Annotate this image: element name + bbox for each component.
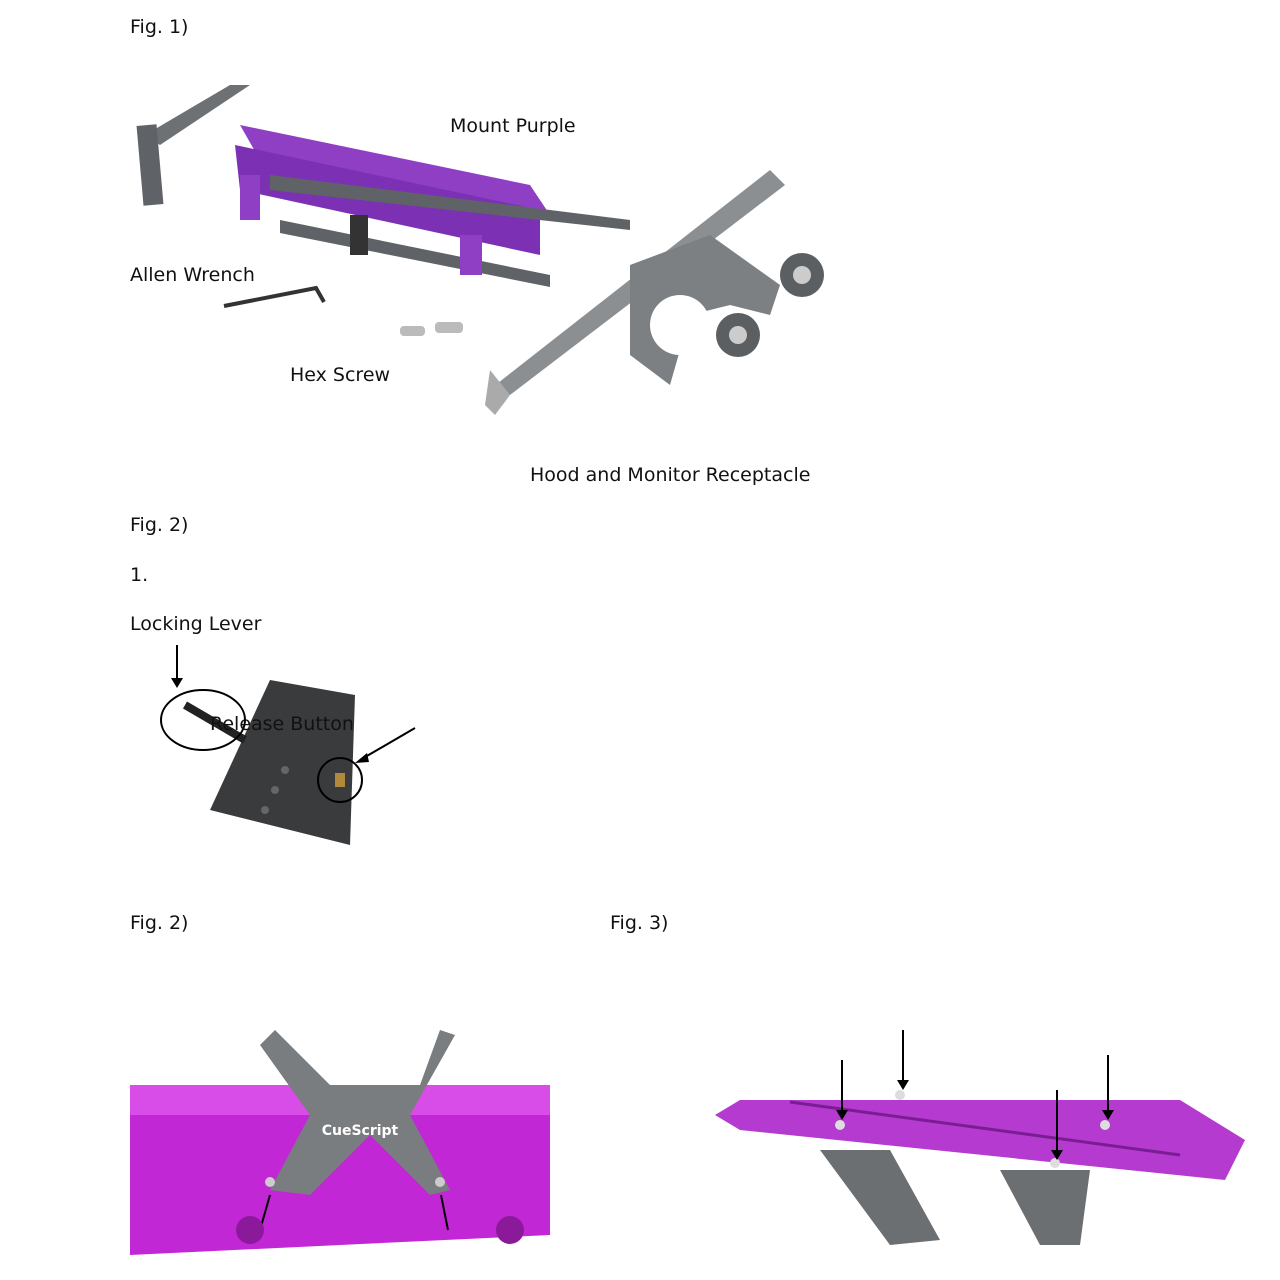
fig2-bottom-caption: Fig. 2) — [130, 912, 189, 934]
label-release-button: Release Button — [210, 713, 354, 735]
label-locking-lever: Locking Lever — [130, 613, 262, 635]
label-allen-wrench: Allen Wrench — [130, 264, 255, 286]
step-number: 1. — [130, 564, 149, 586]
quick-release-plate-photo — [160, 645, 416, 845]
fig3-plate-photo — [715, 1030, 1245, 1245]
fig2-caption: Fig. 2) — [130, 514, 189, 536]
label-hex-screw: Hex Screw — [290, 364, 391, 386]
hex-screw-photo — [400, 322, 463, 336]
label-hood-monitor-receptacle: Hood and Monitor Receptacle — [530, 464, 811, 486]
allen-wrench-photo — [223, 285, 326, 308]
fig1-mount-photo — [136, 85, 630, 287]
fig3-caption: Fig. 3) — [610, 912, 669, 934]
fig1-caption: Fig. 1) — [130, 16, 189, 38]
cuescript-logo: CueScript — [322, 1123, 399, 1139]
hood-receptacle-photo — [485, 170, 824, 415]
fig2-mount-photo: CueScript — [130, 1030, 550, 1255]
label-mount-purple: Mount Purple — [450, 115, 576, 137]
